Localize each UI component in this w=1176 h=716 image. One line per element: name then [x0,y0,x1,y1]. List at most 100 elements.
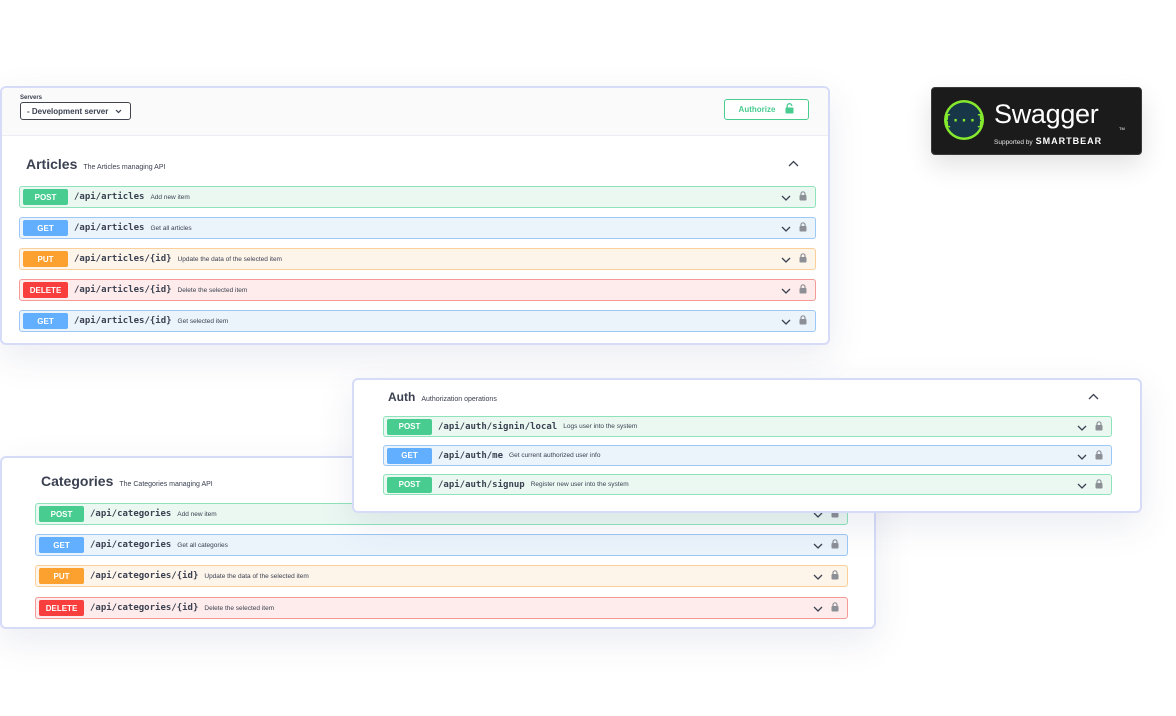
operation-path: /api/categories/{id} [90,571,199,581]
operation-path: /api/categories/{id} [90,603,199,613]
operation-icons [781,219,807,237]
lock-icon[interactable] [1095,418,1103,436]
lock-icon[interactable] [831,567,839,585]
operation-row[interactable]: POST /api/auth/signin/local Logs user in… [383,416,1112,437]
operation-icons [813,599,839,617]
method-badge: PUT [23,251,68,267]
chevron-down-icon[interactable] [1077,447,1087,465]
chevron-down-icon [115,109,122,114]
section-description: Authorization operations [421,396,497,403]
supported-by: Supported by SMARTBEAR [994,136,1102,146]
servers-select[interactable]: - Development server [20,102,131,120]
swagger-wordmark: Swagger [994,99,1099,129]
swagger-logo-icon: {···} [943,99,985,146]
lock-icon[interactable] [799,188,807,206]
operation-icons [781,312,807,330]
operation-row[interactable]: GET /api/auth/me Get current authorized … [383,445,1112,466]
method-badge: GET [23,313,68,329]
operation-path: /api/auth/me [438,450,504,461]
operation-row[interactable]: DELETE /api/articles/{id} Delete the sel… [19,279,816,301]
section-title: Articles [26,156,78,172]
operation-path: /api/auth/signin/local [438,421,558,432]
articles-panel: Servers - Development server Authorize A… [0,86,830,345]
operation-summary: Get selected item [177,317,229,325]
chevron-down-icon[interactable] [781,312,791,330]
chevron-down-icon[interactable] [813,599,823,617]
method-badge: GET [387,447,432,464]
method-badge: POST [23,189,68,205]
chevron-down-icon[interactable] [1077,476,1087,494]
section-description: The Categories managing API [119,481,213,488]
lock-icon[interactable] [831,599,839,617]
method-badge: POST [39,506,84,522]
operation-path: /api/articles/{id} [74,285,172,295]
auth-header[interactable]: Auth Authorization operations [388,390,497,404]
unlock-icon [785,103,794,116]
articles-header[interactable]: Articles The Articles managing API [26,156,165,172]
operation-path: /api/articles [74,192,145,202]
operation-row[interactable]: GET /api/categories Get all categories [35,534,848,556]
operation-summary: Get current authorized user info [509,452,601,459]
operation-icons [813,536,839,554]
operation-row[interactable]: GET /api/articles/{id} Get selected item [19,310,816,332]
supported-by-label: Supported by [994,139,1033,146]
chevron-down-icon[interactable] [813,567,823,585]
section-description: The Articles managing API [83,164,166,171]
chevron-down-icon[interactable] [781,281,791,299]
auth-panel: Auth Authorization operations POST /api/… [352,378,1142,513]
operation-icons [781,188,807,206]
lock-icon[interactable] [1095,476,1103,494]
operation-path: /api/articles/{id} [74,254,172,264]
operation-summary: Get all categories [177,541,228,549]
servers-selected-value: - Development server [27,106,109,116]
operation-summary: Delete the selected item [204,604,275,612]
operation-path: /api/articles/{id} [74,316,172,326]
method-badge: DELETE [23,282,68,298]
lock-icon[interactable] [831,536,839,554]
trademark-mark: TM [1119,126,1125,131]
operation-icons [781,250,807,268]
authorize-label: Authorize [738,105,776,114]
method-badge: PUT [39,568,84,584]
operation-row[interactable]: DELETE /api/categories/{id} Delete the s… [35,597,848,619]
operation-summary: Add new item [150,193,190,201]
chevron-up-icon[interactable] [788,160,799,167]
smartbear-brand: SMARTBEAR [1035,136,1103,146]
method-badge: DELETE [39,600,84,616]
operation-icons [781,281,807,299]
section-title: Categories [41,473,114,489]
operation-summary: Logs user into the system [563,423,638,430]
operation-row[interactable]: POST /api/articles Add new item [19,186,816,208]
lock-icon[interactable] [799,281,807,299]
operation-icons [813,567,839,585]
operation-path: /api/articles [74,223,145,233]
chevron-down-icon[interactable] [813,536,823,554]
authorize-button[interactable]: Authorize [724,99,809,120]
lock-icon[interactable] [1095,447,1103,465]
method-badge: POST [387,476,432,493]
lock-icon[interactable] [799,219,807,237]
chevron-down-icon[interactable] [781,188,791,206]
operation-summary: Get all articles [150,224,192,232]
svg-text:{···}: {···} [943,113,985,129]
servers-bar: Servers - Development server Authorize [2,88,828,136]
operation-summary: Update the data of the selected item [177,255,282,263]
operation-row[interactable]: POST /api/auth/signup Register new user … [383,474,1112,495]
lock-icon[interactable] [799,250,807,268]
lock-icon[interactable] [799,312,807,330]
operation-row[interactable]: GET /api/articles Get all articles [19,217,816,239]
chevron-down-icon[interactable] [781,250,791,268]
chevron-down-icon[interactable] [813,505,823,523]
chevron-up-icon[interactable] [1088,393,1099,400]
operation-row[interactable]: PUT /api/categories/{id} Update the data… [35,565,848,587]
operation-row[interactable]: PUT /api/articles/{id} Update the data o… [19,248,816,270]
method-badge: GET [39,537,84,553]
operation-summary: Add new item [177,510,217,518]
categories-header[interactable]: Categories The Categories managing API [41,473,213,489]
chevron-down-icon[interactable] [1077,418,1087,436]
section-title: Auth [388,390,416,404]
chevron-down-icon[interactable] [781,219,791,237]
servers-label: Servers [20,95,43,101]
operation-path: /api/auth/signup [438,479,525,490]
operation-summary: Register new user into the system [530,481,629,488]
